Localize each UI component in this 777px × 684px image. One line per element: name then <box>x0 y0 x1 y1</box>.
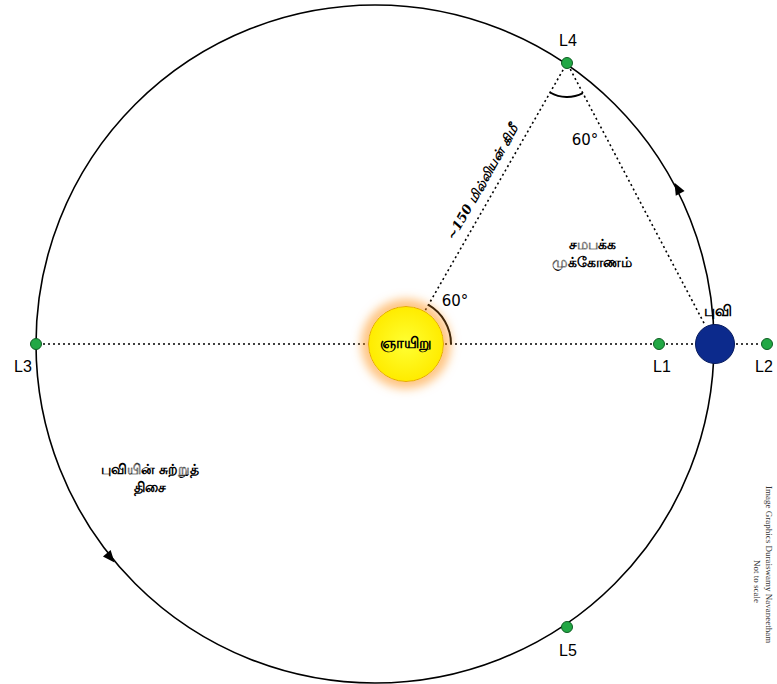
point-label: L5 <box>559 642 577 660</box>
dotted-line <box>570 69 705 325</box>
orbit-direction-arrow <box>670 180 684 195</box>
dotted-line <box>666 343 694 345</box>
angle-label: 60° <box>442 292 469 311</box>
dotted-line <box>43 343 367 345</box>
credit-note: Not to scale <box>751 560 762 603</box>
orbit-direction-arrow <box>103 550 118 566</box>
point-label: L2 <box>755 358 773 376</box>
dotted-line <box>736 343 760 345</box>
point-label: L4 <box>559 32 577 50</box>
lagrange-point: L4 <box>561 57 573 69</box>
lagrange-point: L1 <box>653 338 665 350</box>
dotted-line <box>445 343 652 345</box>
earth-circle: புவி <box>695 324 735 364</box>
earth-orbit <box>36 5 714 683</box>
credit-note: Image Graphics Duraiswamy Navaneetham <box>763 486 774 643</box>
dotted-line <box>425 69 563 310</box>
sun-label: ஞாயிறு <box>380 334 432 354</box>
lagrange-point: L5 <box>561 621 573 633</box>
triangle-label: சமபக்க முக்கோணம் <box>537 236 647 271</box>
earth-label: புவி <box>704 302 732 322</box>
angle-label: 60° <box>572 131 599 150</box>
lagrange-point: L2 <box>761 338 773 350</box>
point-label: L3 <box>14 358 32 376</box>
angle-arc <box>550 93 583 97</box>
orbit-direction-label: புவியின் சுற்றுத் திசை <box>88 461 213 496</box>
lagrange-point: L3 <box>30 338 42 350</box>
point-label: L1 <box>653 358 671 376</box>
distance-label: ~150 மில்லியன் கிமீ <box>443 121 524 245</box>
sun-circle: ஞாயிறு <box>368 306 444 382</box>
